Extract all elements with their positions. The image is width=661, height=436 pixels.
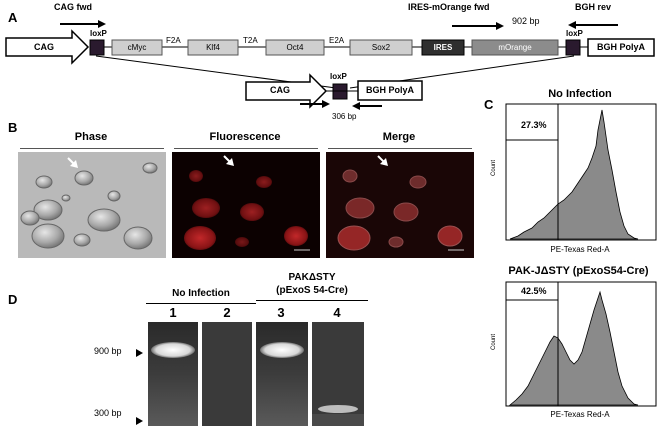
lane-3 — [256, 322, 308, 426]
t2a-label: T2A — [243, 36, 258, 45]
ires-fwd-primer-arrow — [452, 22, 504, 30]
panel-b-label: B — [8, 120, 18, 135]
group-pak-label-line2: (pExoS 54-Cre) — [276, 285, 348, 296]
top-histogram-area — [509, 109, 639, 240]
sox2-label: Sox2 — [371, 43, 391, 52]
bottom-ylabel: Count — [491, 334, 497, 350]
lane-4-300bp-band — [318, 405, 358, 413]
loxp-label-2: loxP — [566, 29, 583, 38]
gel-image — [148, 322, 364, 426]
marker-900bp-label: 900 bp — [94, 346, 122, 356]
bp-902-label: 902 bp — [512, 16, 540, 26]
ires-morange-fwd-label: IRES-mOrange fwd — [408, 2, 490, 12]
marker-300bp-arrow-icon — [136, 417, 143, 425]
sox2-box — [349, 39, 413, 56]
panel-c-label: C — [484, 97, 494, 112]
bgh-polya-product-box — [357, 80, 423, 101]
morange-box — [471, 39, 559, 56]
cmyc-label: cMyc — [127, 43, 147, 52]
panel-a-label: A — [8, 10, 18, 25]
phase-title: Phase — [74, 131, 108, 143]
top-percent: 27.3% — [521, 120, 547, 130]
loxp-site-2 — [565, 39, 581, 56]
merge-image — [326, 152, 474, 258]
bottom-histogram: Count — [491, 281, 657, 407]
bottom-percent: 42.5% — [521, 286, 547, 296]
bgh-polya-product-label: BGH PolyA — [365, 85, 414, 95]
ires-box — [421, 39, 465, 56]
bgh-rev-label: BGH rev — [575, 2, 612, 12]
loxp-label-1: loxP — [90, 29, 107, 38]
product-rev-primer-arrow — [352, 102, 382, 110]
bottom-xlabel: PE-Texas Red-A — [550, 410, 610, 419]
fluorescence-arrow-icon — [223, 155, 234, 166]
bottom-histogram-area — [508, 290, 639, 406]
top-histogram-title: No Infection — [548, 88, 612, 100]
group-no-infection-label: No Infection — [172, 288, 230, 299]
product-fwd-primer-arrow — [300, 100, 330, 108]
f2a-label: F2A — [166, 36, 181, 45]
lane-1-label: 1 — [169, 305, 177, 320]
cag-product-label: CAG — [270, 85, 290, 95]
merge-title: Merge — [382, 131, 416, 143]
loxp-product-label: loxP — [330, 72, 347, 81]
klf4-box — [187, 39, 239, 56]
lane-1-900bp-band — [151, 342, 195, 358]
ires-label: IRES — [433, 43, 453, 52]
oct4-label: Oct4 — [286, 43, 304, 52]
construct-diagram — [5, 20, 655, 110]
e2a-label: E2A — [329, 36, 345, 45]
top-histogram: Count — [491, 103, 657, 241]
lane-3-label: 3 — [277, 305, 285, 320]
phase-arrow-icon — [67, 157, 78, 168]
marker-300bp-label: 300 bp — [94, 408, 122, 418]
panel-d-label: D — [8, 292, 18, 307]
klf4-label: Klf4 — [206, 43, 220, 52]
phase-image — [18, 152, 166, 258]
lane-1 — [148, 322, 198, 426]
cag-fwd-label: CAG fwd — [54, 2, 92, 12]
top-xlabel: PE-Texas Red-A — [550, 245, 610, 254]
fluorescence-title: Fluorescence — [209, 131, 281, 143]
lane-4-label: 4 — [333, 305, 341, 320]
cag-fwd-primer-arrow — [60, 20, 106, 28]
bp-306-label: 306 bp — [332, 112, 357, 121]
marker-900bp-arrow-icon — [136, 349, 143, 357]
merge-arrow-icon — [377, 155, 388, 166]
lane-2-label: 2 — [223, 305, 231, 320]
bgh-rev-primer-arrow — [568, 21, 618, 29]
cag-promoter-arrow — [5, 29, 90, 65]
bgh-polya-box — [587, 38, 655, 57]
morange-label: mOrange — [498, 43, 532, 52]
bottom-histogram-title: PAK-JΔSTY (pExoS54-Cre) — [508, 265, 649, 277]
loxp-site-1 — [89, 39, 105, 56]
cag-label: CAG — [34, 42, 54, 52]
cmyc-box — [111, 39, 163, 56]
lane-2 — [202, 322, 252, 426]
fluorescence-image — [172, 152, 320, 258]
cag-product-arrow — [245, 73, 328, 109]
group-pak-label-line1: PAKΔSTY — [288, 272, 336, 283]
oct4-box — [265, 39, 325, 56]
top-ylabel: Count — [491, 160, 497, 176]
lane-3-900bp-band — [260, 342, 304, 358]
bgh-polya-label: BGH PolyA — [596, 42, 645, 52]
